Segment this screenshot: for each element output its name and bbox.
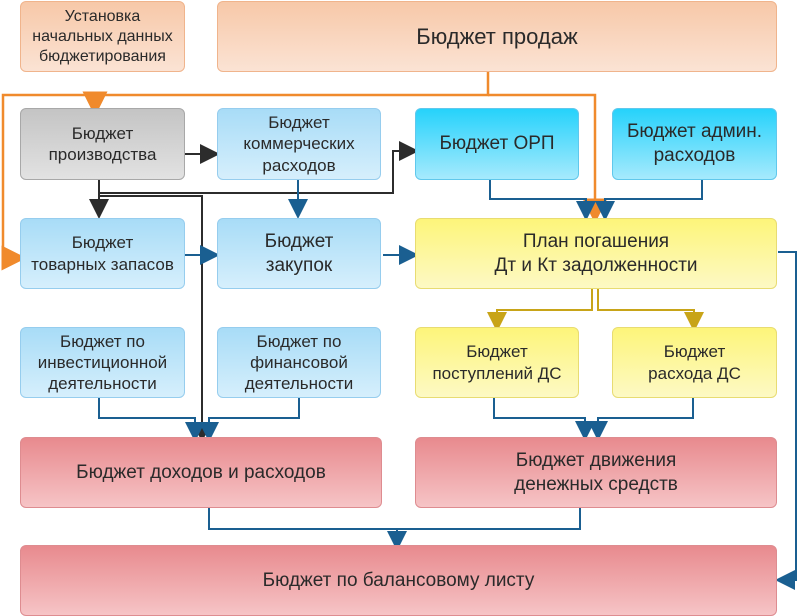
box-repayment-plan[interactable]: План погашения Дт и Кт задолженности xyxy=(415,218,777,289)
connector-income-to-balance xyxy=(208,508,407,551)
connector-repayment-to-expenses xyxy=(597,289,704,332)
box-cash-flow-budget[interactable]: Бюджет движения денежных средств xyxy=(415,437,777,508)
connector-expenses-to-cashflow xyxy=(588,398,694,441)
connector-repayment-to-receipts xyxy=(487,289,593,332)
connector-production-to-income xyxy=(99,195,212,442)
box-commercial-expenses-budget[interactable]: Бюджет коммерческих расходов xyxy=(217,108,381,180)
connector-production-to-orp xyxy=(99,141,419,194)
box-setup-initial-data[interactable]: Установка начальных данных бюджетировани… xyxy=(20,1,185,72)
connector-orp-to-repayment xyxy=(489,180,596,221)
connector-repayment-to-balance xyxy=(775,251,797,590)
box-investment-activity-budget[interactable]: Бюджет по инвестиционной деятельности xyxy=(20,327,185,398)
box-income-expenses-budget[interactable]: Бюджет доходов и расходов xyxy=(20,437,382,508)
connector-investment-to-income xyxy=(98,398,205,442)
box-orp-budget[interactable]: Бюджет ОРП xyxy=(415,108,579,180)
box-production-budget[interactable]: Бюджет производства xyxy=(20,108,185,180)
box-financial-activity-budget[interactable]: Бюджет по финансовой деятельности xyxy=(217,327,381,398)
connector-sales-to-repayment xyxy=(488,93,608,224)
connector-financial-to-income xyxy=(199,398,300,442)
box-inventory-budget[interactable]: Бюджет товарных запасов xyxy=(20,218,185,289)
box-admin-expenses-budget[interactable]: Бюджет админ. расходов xyxy=(612,108,777,180)
box-purchases-budget[interactable]: Бюджет закупок xyxy=(217,218,381,289)
box-balance-sheet-budget[interactable]: Бюджет по балансовому листу xyxy=(20,545,777,616)
connector-sales-to-inventory xyxy=(1,93,95,271)
connector-receipts-to-cashflow xyxy=(493,398,595,441)
connector-cashflow-to-balance xyxy=(397,508,581,530)
box-cash-expenses-budget[interactable]: Бюджет расхода ДС xyxy=(612,327,777,398)
box-sales-budget[interactable]: Бюджет продаж xyxy=(217,1,777,72)
connector-sales-to-production xyxy=(82,72,490,117)
connector-admin-to-repayment xyxy=(595,180,703,221)
box-cash-receipts-budget[interactable]: Бюджет поступлений ДС xyxy=(415,327,579,398)
